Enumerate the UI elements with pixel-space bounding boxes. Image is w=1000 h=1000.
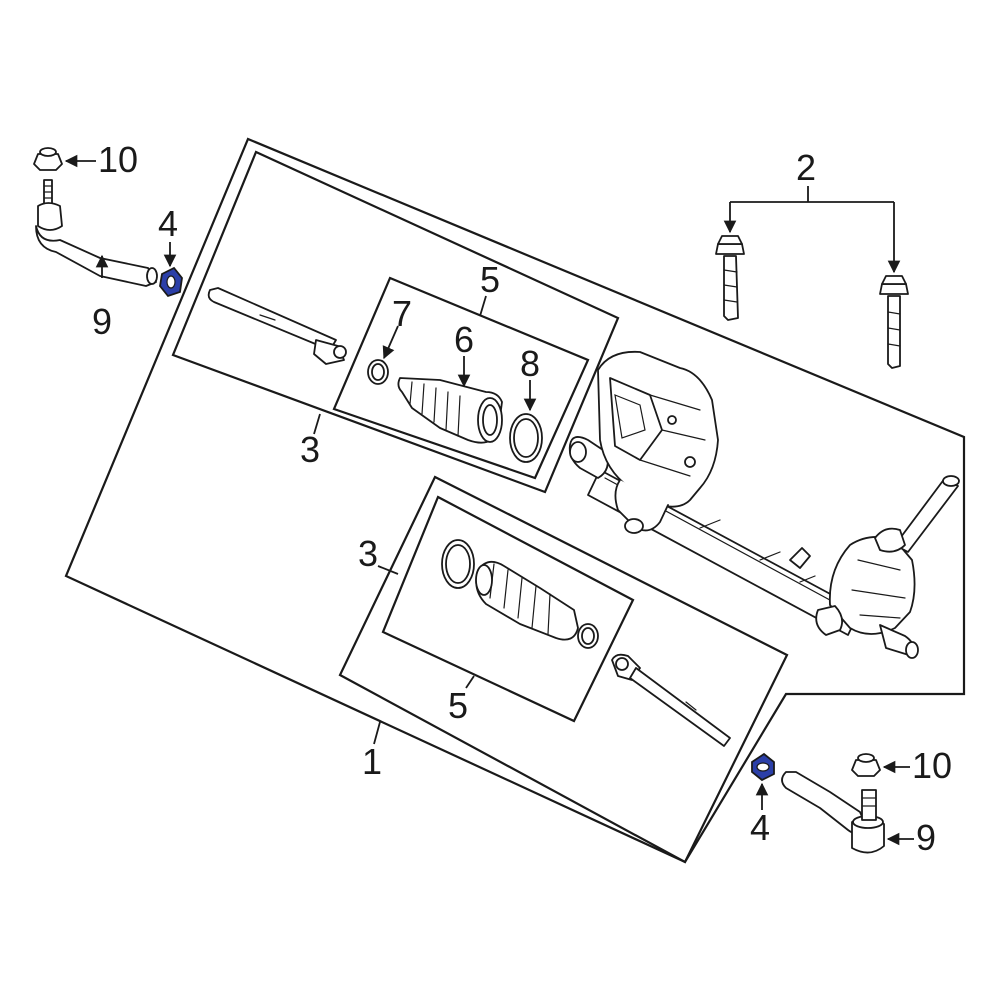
callout-3-lower: 3 xyxy=(358,533,378,574)
callout-8: 8 xyxy=(520,343,540,384)
lower-steering-boot xyxy=(475,560,579,641)
lower-tie-rod-frame-3 xyxy=(338,475,789,864)
callout-10-left: 10 xyxy=(98,139,138,180)
callout-9-right: 9 xyxy=(916,817,936,858)
callout-6: 6 xyxy=(454,319,474,360)
upper-boot-kit-frame-5 xyxy=(332,276,590,480)
left-outer-tie-rod-end xyxy=(35,179,158,287)
callout-2: 2 xyxy=(796,147,816,188)
callout-5-upper: 5 xyxy=(480,259,500,300)
assembly-frame-1 xyxy=(64,137,966,864)
callout-3-upper: 3 xyxy=(300,429,320,470)
right-nut-10 xyxy=(851,753,881,777)
upper-small-clamp xyxy=(367,359,389,385)
callout-5-lower: 5 xyxy=(448,685,468,726)
left-nut-10 xyxy=(33,147,63,171)
callout-4-left: 4 xyxy=(158,203,178,244)
callout-4-right: 4 xyxy=(750,807,770,848)
left-jam-nut-4 xyxy=(159,266,183,298)
mounting-bolt-left xyxy=(715,235,745,321)
callout-7: 7 xyxy=(392,293,412,334)
right-outer-tie-rod-end xyxy=(781,771,885,854)
upper-inner-tie-rod xyxy=(207,287,347,365)
upper-large-clamp xyxy=(509,413,543,463)
right-jam-nut-4 xyxy=(751,752,775,782)
callout-1: 1 xyxy=(362,741,382,782)
lower-large-clamp xyxy=(441,539,475,589)
lower-boot-kit-frame-5 xyxy=(381,495,635,723)
callout-10-right: 10 xyxy=(912,745,952,786)
mounting-bolt-right xyxy=(879,275,909,369)
upper-steering-boot xyxy=(397,377,503,444)
upper-tie-rod-frame-3 xyxy=(171,150,620,494)
callout-9-left: 9 xyxy=(92,301,112,342)
lower-inner-tie-rod xyxy=(611,653,731,747)
steering-gear-assembly xyxy=(568,350,960,659)
lower-small-clamp xyxy=(577,623,599,649)
